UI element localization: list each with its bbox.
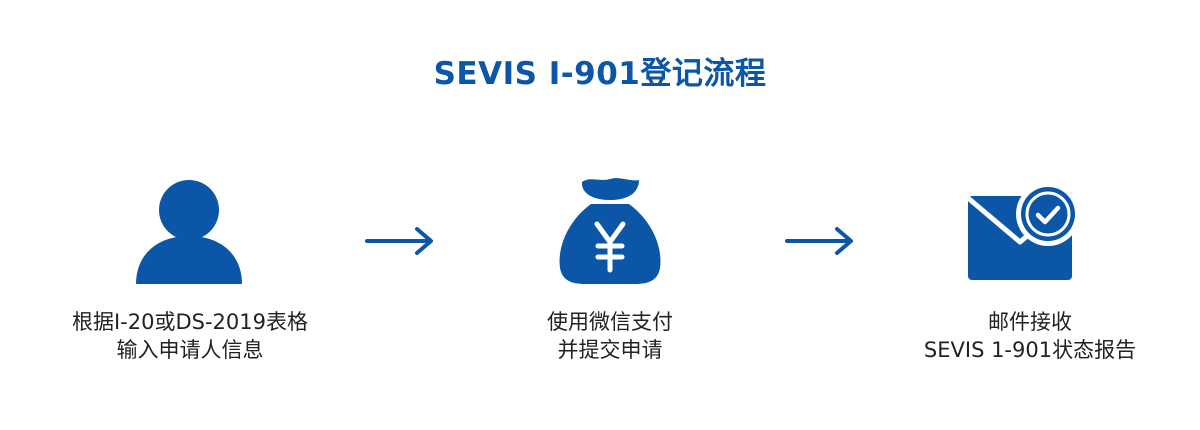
step-3-line-2: SEVIS 1-901状态报告 xyxy=(923,338,1137,362)
step-2-line-2: 并提交申请 xyxy=(557,338,663,362)
step-2-line-1: 使用微信支付 xyxy=(547,310,673,334)
step-2-label: 使用微信支付 并提交申请 xyxy=(430,308,790,364)
arrow-right-icon xyxy=(365,227,433,255)
step-1-line-1: 根据I-20或DS-2019表格 xyxy=(71,310,308,334)
arrow-right-icon xyxy=(785,227,853,255)
money-bag-yen-icon xyxy=(559,178,661,284)
diagram-title: SEVIS I-901登记流程 xyxy=(433,56,767,92)
step-1-line-2: 输入申请人信息 xyxy=(116,338,264,362)
step-1-label: 根据I-20或DS-2019表格 输入申请人信息 xyxy=(10,308,370,364)
step-3-line-1: 邮件接收 xyxy=(988,310,1072,334)
envelope-check-icon xyxy=(966,182,1080,280)
step-3-label: 邮件接收 SEVIS 1-901状态报告 xyxy=(850,308,1200,364)
person-icon xyxy=(136,180,242,284)
